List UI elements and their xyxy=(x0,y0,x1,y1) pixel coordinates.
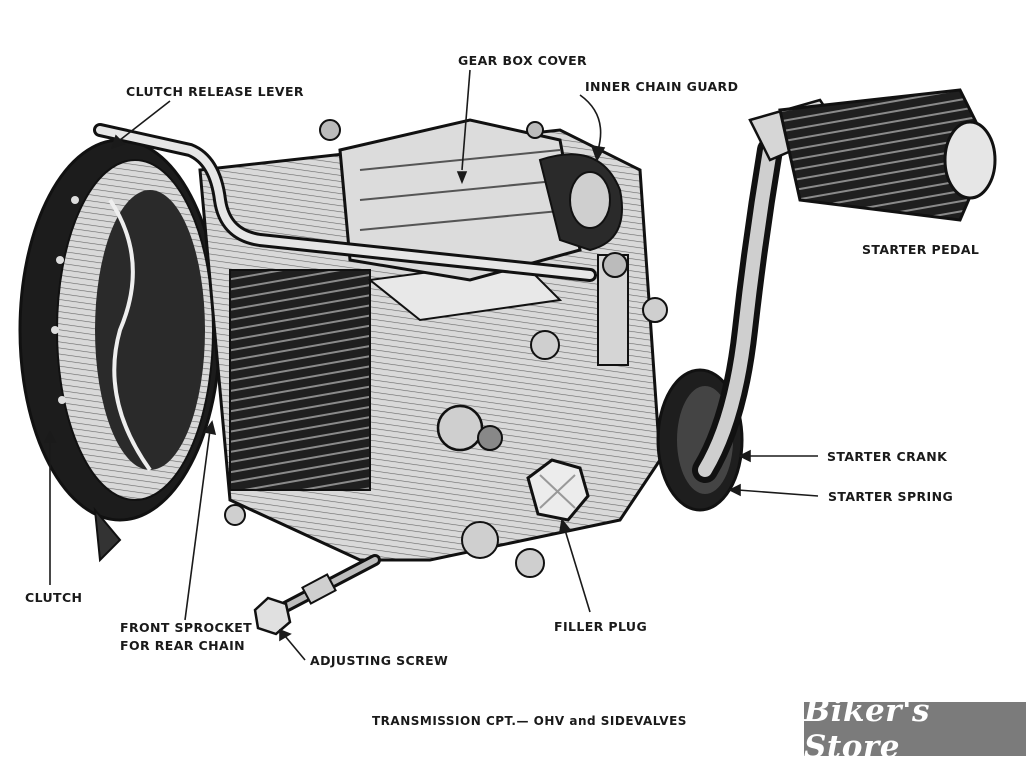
clutch-release-lever xyxy=(93,123,629,366)
label-front-sprocket-line1: FRONT SPROCKET xyxy=(120,620,253,635)
figure-caption: TRANSMISSION CPT.— OHV and SIDEVALVES xyxy=(372,714,687,728)
label-front-sprocket-line2: FOR REAR CHAIN xyxy=(120,638,245,653)
filler-plug xyxy=(526,458,590,522)
cover-bolts xyxy=(224,297,668,578)
watermark-text: Biker's Store xyxy=(804,693,930,765)
label-starter-pedal: STARTER PEDAL xyxy=(862,242,980,257)
adjusting-screw xyxy=(253,554,381,636)
label-filler-plug: FILLER PLUG xyxy=(554,619,648,634)
leader-lines xyxy=(43,69,819,661)
label-clutch: CLUTCH xyxy=(25,590,83,605)
label-gear-box-cover: GEAR BOX COVER xyxy=(458,53,588,68)
label-starter-crank: STARTER CRANK xyxy=(827,449,948,464)
inner-chain-guard xyxy=(538,153,623,252)
starter-assembly xyxy=(656,88,997,512)
gear-box-cover xyxy=(319,118,582,282)
label-clutch-release-lever: CLUTCH RELEASE LEVER xyxy=(126,84,304,99)
label-inner-chain-guard: INNER CHAIN GUARD xyxy=(585,79,739,94)
label-adjusting-screw: ADJUSTING SCREW xyxy=(310,653,449,668)
watermark-badge: Biker's Store xyxy=(804,693,1026,765)
clutch-drum xyxy=(18,138,222,563)
label-starter-spring: STARTER SPRING xyxy=(828,489,954,504)
